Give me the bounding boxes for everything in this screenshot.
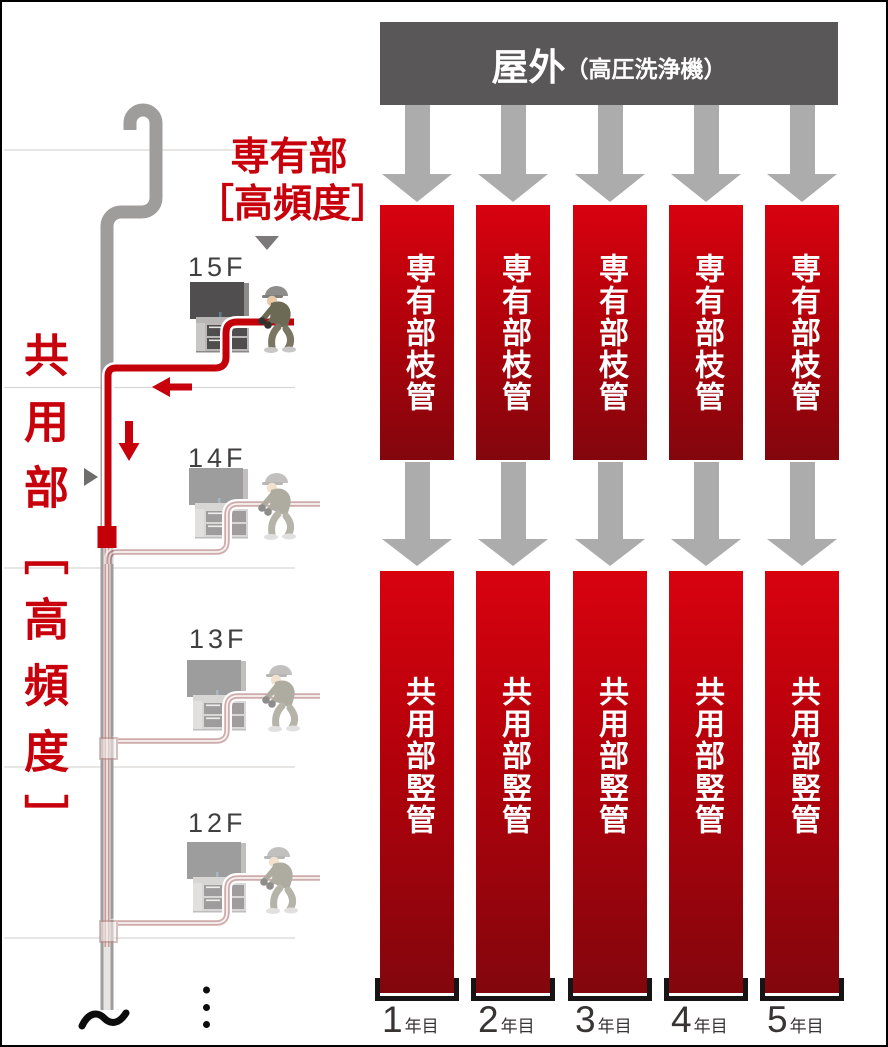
- private-section-label: 専有部 ［高頻度］: [195, 135, 391, 229]
- flow-column-year-5: 専有部枝管 共用部竪管 5 年目: [760, 2, 844, 1045]
- down-arrow-icon: [476, 105, 550, 202]
- outdoor-header-title: 屋外: [491, 46, 566, 88]
- riser-pipe-bar: 共用部竪管: [765, 571, 839, 993]
- hose-direction-down-icon: [118, 421, 140, 461]
- year-bracket: [375, 978, 459, 1001]
- branch-joint-marker-15f: [97, 526, 117, 548]
- flow-column-year-1: 専有部枝管 共用部竪管 1 年目: [375, 2, 459, 1045]
- private-section-pointer-icon: [255, 236, 279, 250]
- year-label: 2 年目: [478, 999, 535, 1040]
- down-arrow-icon: [380, 105, 454, 202]
- flow-column-year-3: 専有部枝管 共用部竪管 3 年目: [568, 2, 652, 1045]
- continuation-dots-icon: [203, 986, 210, 1028]
- flow-column-year-4: 専有部枝管 共用部竪管 4 年目: [664, 2, 748, 1045]
- year-bracket: [471, 978, 555, 1001]
- private-section-label-line1: 専有部: [230, 136, 348, 179]
- floor-15f-illustration: [97, 282, 297, 548]
- down-arrow-icon: [476, 462, 550, 566]
- branch-pipe-bar: 専有部枝管: [573, 205, 647, 460]
- down-arrow-icon: [669, 105, 743, 202]
- floor-lines: [4, 149, 347, 939]
- hose-direction-left-icon: [152, 377, 192, 397]
- riser-pipe-bar: 共用部竪管: [669, 571, 743, 993]
- down-arrow-icon: [765, 462, 839, 566]
- private-section-label-line2: ［高頻度］: [195, 182, 391, 226]
- floor-14f-illustration: [104, 468, 320, 564]
- floor-12f-illustration: [99, 842, 320, 943]
- pipe-break-tilde-icon: [78, 1009, 130, 1030]
- cleaning-hose-15f: [104, 318, 294, 526]
- year-bracket: [760, 978, 844, 1001]
- branch-joint-marker-13f: [99, 737, 118, 760]
- outdoor-header: 屋外 （高圧洗浄機）: [380, 22, 838, 105]
- floor-label-15f: 15F: [188, 252, 247, 282]
- riser-pipe-bar: 共用部竪管: [476, 571, 550, 993]
- floor-13f-illustration: [99, 660, 320, 760]
- floor-label-12f: 12F: [188, 808, 247, 838]
- branch-pipe-bar: 専有部枝管: [380, 205, 454, 460]
- year-label: 1 年目: [382, 999, 439, 1040]
- down-arrow-icon: [380, 462, 454, 566]
- year-label: 5 年目: [767, 999, 824, 1040]
- down-arrow-icon: [573, 462, 647, 566]
- riser-vent-pipe: [100, 103, 163, 1010]
- riser-pipe-bar: 共用部竪管: [573, 571, 647, 993]
- floor-label-13f: 13F: [189, 624, 248, 654]
- year-bracket: [568, 978, 652, 1001]
- floor-label-14f: 14F: [188, 443, 247, 473]
- year-label: 4 年目: [671, 999, 728, 1040]
- down-arrow-icon: [573, 105, 647, 202]
- common-section-label: 共用部［高頻度］: [17, 332, 68, 860]
- branch-pipe-bar: 専有部枝管: [669, 205, 743, 460]
- down-arrow-icon: [669, 462, 743, 566]
- branch-pipe-bar: 専有部枝管: [765, 205, 839, 460]
- year-label: 3 年目: [575, 999, 632, 1040]
- down-arrow-icon: [765, 105, 839, 202]
- riser-pipe-bar: 共用部竪管: [380, 571, 454, 993]
- common-section-pointer-icon: [84, 468, 98, 486]
- year-bracket: [664, 978, 748, 1001]
- branch-pipe-bar: 専有部枝管: [476, 205, 550, 460]
- branch-joint-marker-12f: [99, 920, 118, 943]
- flow-column-year-2: 専有部枝管 共用部竪管 2 年目: [471, 2, 555, 1045]
- outdoor-header-subtitle: （高圧洗浄機）: [565, 55, 727, 82]
